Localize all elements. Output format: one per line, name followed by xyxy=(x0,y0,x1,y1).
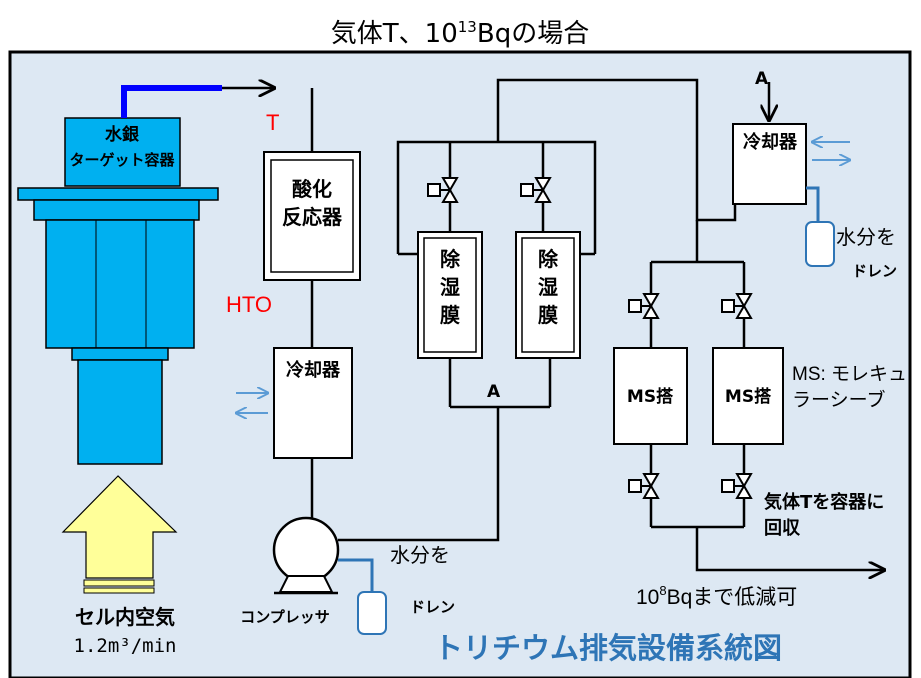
diagram-title: 気体T、1013Bqの場合 xyxy=(331,18,589,49)
oxidation-reactor xyxy=(263,151,361,281)
right-drain-drain-label: ドレン xyxy=(852,262,897,280)
pipe-top-return xyxy=(496,78,737,222)
t-label: T xyxy=(266,110,279,135)
recover-label-2: 回収 xyxy=(764,518,801,539)
ms-tower-left xyxy=(613,347,688,445)
pipe-membrane-top xyxy=(396,140,597,254)
blue-outlet-pipe xyxy=(121,85,222,118)
cell-air-label: セル内空気 xyxy=(75,605,175,629)
mercury-target-vessel xyxy=(17,117,219,465)
right-cooler xyxy=(732,123,807,205)
membrane-right-char-2: 湿 xyxy=(538,275,558,299)
left-cooler-label: 冷却器 xyxy=(286,359,341,381)
right-cooler-label: 冷却器 xyxy=(743,131,798,153)
recover-label-1: 気体Tを容器に xyxy=(764,491,884,513)
ms-tower-right xyxy=(712,347,784,445)
compressor xyxy=(272,516,340,595)
cell-air-arrow-base xyxy=(83,579,155,587)
ms-note-line-2: ラーシーブ xyxy=(792,388,885,411)
left-drain-bottle xyxy=(357,591,387,635)
cell-air-arrow xyxy=(61,475,178,579)
membrane-right-char-1: 除 xyxy=(538,247,559,271)
ms-tower-left-label: MS搭 xyxy=(627,386,674,407)
ms-tower-right-label: MS搭 xyxy=(725,386,772,407)
membrane-left-char-2: 湿 xyxy=(440,275,460,299)
left-drain-pipe xyxy=(338,558,374,592)
right-drain-pipe xyxy=(806,186,820,222)
membrane-right-char-3: 膜 xyxy=(537,303,558,327)
junction-a-bottom: A xyxy=(487,382,501,402)
left-drain-water-label: 水分を xyxy=(390,544,450,567)
oxidation-reactor-label-1: 酸化 xyxy=(292,177,332,201)
membrane-right xyxy=(515,231,581,359)
right-drain-bottle xyxy=(805,221,835,267)
membrane-left xyxy=(417,231,483,359)
diagram-caption: トリチウム排気設備系統図 xyxy=(434,631,782,665)
compressor-label: コンプレッサ xyxy=(240,608,330,626)
pipe-compressor-outlet xyxy=(338,407,500,542)
ms-note-line-1: MS: モレキュ xyxy=(792,364,907,385)
oxidation-reactor-label-2: 反応器 xyxy=(282,205,343,229)
flow-rate-label: 1.2m³/min xyxy=(74,635,177,657)
left-drain-drain-label: ドレン xyxy=(410,598,455,616)
pipe-ms-outlet xyxy=(695,527,884,570)
right-drain-water-label: 水分を xyxy=(836,226,896,249)
left-cooler xyxy=(273,347,353,459)
hto-label: HTO xyxy=(226,292,272,317)
junction-a-top: A xyxy=(755,69,769,89)
membrane-left-char-1: 除 xyxy=(440,247,461,271)
mercury-target-label-2: ターゲット容器 xyxy=(69,151,175,169)
mercury-target-label-1: 水銀 xyxy=(105,124,139,145)
reduction-label: 108Bqまで低減可 xyxy=(636,583,797,609)
membrane-left-char-3: 膜 xyxy=(439,303,460,327)
cell-air-arrow-base-2 xyxy=(83,587,155,594)
